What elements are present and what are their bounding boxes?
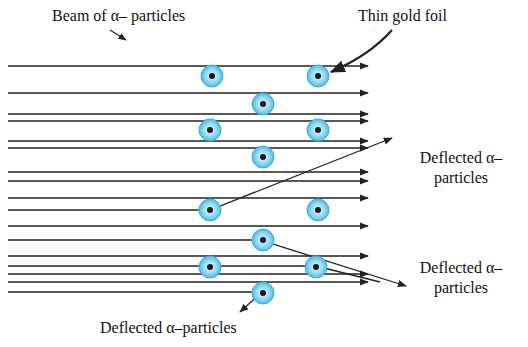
leader-line — [110, 30, 392, 72]
deflection-label: Deflected α–particles — [406, 148, 516, 188]
alpha-beam — [8, 66, 406, 312]
gold-nucleus — [199, 65, 329, 304]
deflection-label: Deflected α–particles — [406, 258, 516, 298]
deflection-label: Deflected α–particles — [100, 318, 300, 338]
part-label: Beam of α– particles — [52, 6, 232, 26]
part-label: Thin gold foil — [358, 6, 508, 26]
